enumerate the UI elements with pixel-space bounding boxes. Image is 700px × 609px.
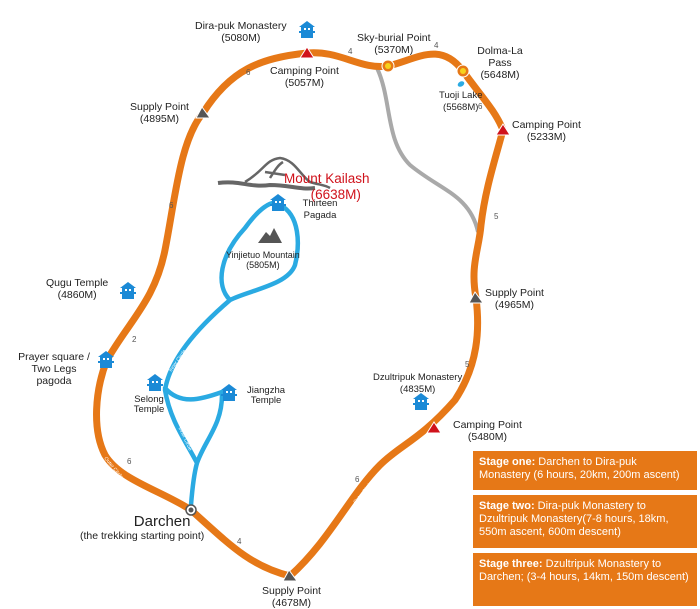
distance-label: 2 <box>132 335 137 344</box>
lake-icon <box>457 81 465 87</box>
pagoda-icon <box>98 351 114 368</box>
label-tuoji-lake: Tuoji Lake(5568M) <box>439 90 483 113</box>
label-yinjietuo: Yinjietuo Mountain(5805M) <box>226 250 300 270</box>
label-jiangzha: Jiangzha Temple <box>246 385 286 406</box>
label-prayer-square: Prayer square / Two Legs pagoda <box>18 351 90 387</box>
supply-icon <box>468 291 484 304</box>
yinjietuo-mountain-icon <box>258 228 282 243</box>
label-camping-5233: Camping Point(5233M) <box>512 119 581 143</box>
pass-icon <box>456 64 470 78</box>
label-supply-4678: Supply Point(4678M) <box>262 585 321 609</box>
outer-circle-route <box>93 49 507 580</box>
pagoda-icon <box>299 21 315 38</box>
stage-one-box: Stage one: Darchen to Dira-puk Monastery… <box>473 451 697 490</box>
distance-label: 6 <box>246 68 251 77</box>
supply-icon <box>195 106 211 119</box>
label-mount-kailash: Mount Kailash(6638M) <box>284 171 370 202</box>
label-dolma-la: Dolma-La Pass(5648M) <box>477 45 523 81</box>
distance-label: 5 <box>494 212 499 221</box>
label-thirteen-pagada: Thirteen Pagada <box>302 198 338 221</box>
distance-label: 4 <box>434 41 439 50</box>
tent-icon <box>426 421 442 434</box>
pagoda-icon <box>147 374 163 391</box>
distance-label: 6 <box>169 201 174 210</box>
label-supply-4895: Supply Point(4895M) <box>130 101 189 125</box>
label-dira-puk: Dira-puk Monastery(5080M) <box>195 20 287 44</box>
pagoda-icon <box>221 384 237 401</box>
stage-three-box: Stage three: Dzultripuk Monastery to Dar… <box>473 553 697 606</box>
label-sky-burial: Sky-burial Point(5370M) <box>357 32 431 56</box>
start-icon <box>185 504 197 516</box>
pagoda-icon <box>120 282 136 299</box>
alternate-route-gray <box>375 67 480 233</box>
label-darchen: Darchen(the trekking starting point) <box>80 513 205 542</box>
inner-circle-route <box>162 200 301 508</box>
distance-label: 6 <box>355 475 360 484</box>
stage-two-box: Stage two: Dira-puk Monastery to Dzultri… <box>473 495 697 548</box>
pagoda-icon <box>413 393 429 410</box>
distance-label: 4 <box>348 47 353 56</box>
distance-label: 6 <box>127 457 132 466</box>
distance-label: 5 <box>465 360 470 369</box>
pagoda-icon <box>270 194 286 211</box>
supply-icon <box>282 569 298 582</box>
label-supply-4965: Supply Point(4965M) <box>485 287 544 311</box>
tent-icon <box>495 123 511 136</box>
label-dzultripuk: Dzultripuk Monastery(4835M) <box>373 372 463 395</box>
tent-icon <box>299 46 315 59</box>
mount-kailash-icon <box>217 156 331 191</box>
label-qugu-temple: Qugu Temple(4860M) <box>46 277 109 301</box>
label-selong: Selong Temple <box>133 394 165 415</box>
label-camping-5057: Camping Point(5057M) <box>270 65 339 89</box>
distance-label: 6 <box>478 102 483 111</box>
distance-label: 4 <box>237 537 242 546</box>
label-camping-5480: Camping Point(5480M) <box>453 419 522 443</box>
pass-icon <box>381 59 395 73</box>
